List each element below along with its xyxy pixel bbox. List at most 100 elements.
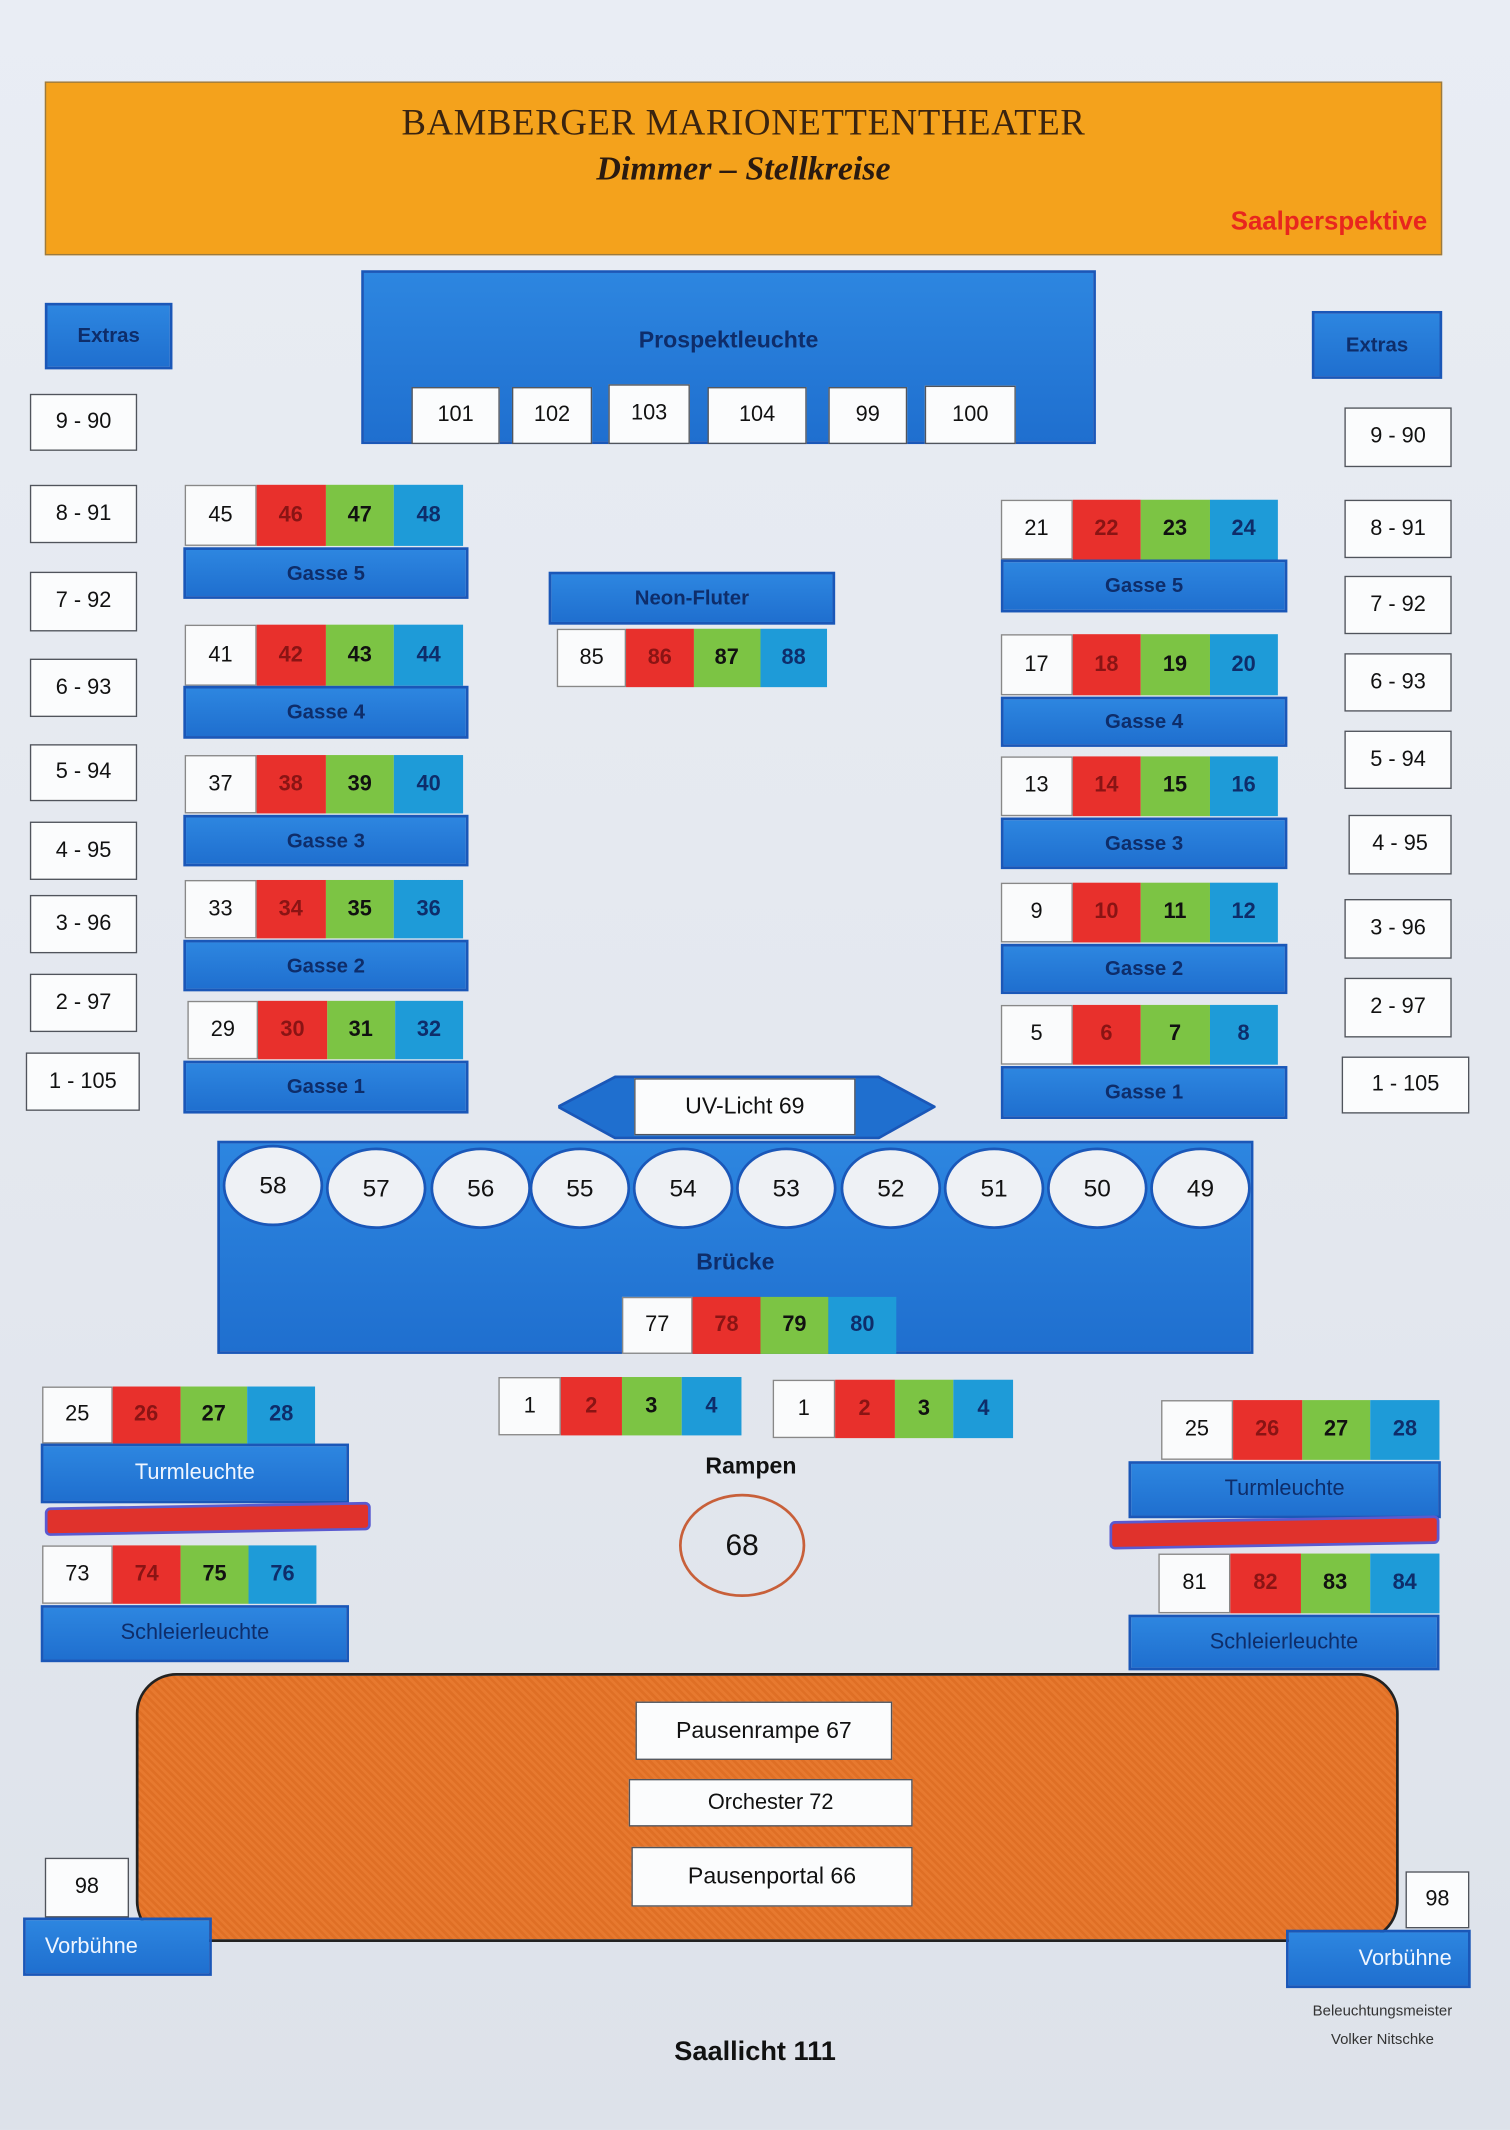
channel-box: 104 [707,387,807,445]
channel-green: 27 [1301,1400,1371,1460]
channel-box: 99 [828,387,908,445]
channel-red: 38 [256,755,326,814]
channel-green: 11 [1140,882,1210,943]
perspective-label: Saalperspektive [1230,207,1428,237]
channel-white: 1 [498,1377,562,1436]
extras-item: 3 - 96 [1344,898,1452,959]
channel-white: 1 [772,1379,835,1439]
channel-blue: 48 [394,484,464,546]
extras-item: 8 - 91 [1344,499,1452,559]
extras-item: 6 - 93 [1344,653,1452,712]
channel-red: 86 [626,628,694,688]
extras-item: 5 - 94 [29,744,138,802]
channel-green: 75 [180,1545,249,1604]
vorbuehne-left-channel: 98 [44,1857,130,1918]
rampen-circle: 68 [679,1493,806,1598]
channel-white: 41 [184,624,257,686]
channel-green: 35 [325,879,395,939]
credit-name: Volker Nitschke [1330,2031,1434,2048]
header-banner: BAMBERGER MARIONETTENTHEATER Dimmer – St… [44,81,1443,256]
channel-white: 37 [184,755,257,814]
channel-red: 22 [1072,499,1141,560]
channel-blue: 12 [1209,882,1278,943]
channel-white: 81 [1158,1553,1231,1614]
channel-red: 2 [834,1379,895,1439]
vorbuehne-right-label: Vorbühne [1286,1929,1471,1989]
channel-white: 77 [621,1296,693,1354]
gasse-right-2-label: Gasse 2 [1000,943,1288,995]
channel-blue: 76 [248,1545,317,1604]
extras-item: 1 - 105 [1341,1056,1470,1114]
channel-blue: 88 [760,628,828,688]
page-title: BAMBERGER MARIONETTENTHEATER [401,101,1086,143]
channel-red: 2 [561,1377,622,1436]
channel-red: 78 [692,1296,761,1354]
channel-box: 101 [411,387,500,445]
channel-box: 103 [608,384,690,445]
bruecke-circle: 49 [1150,1147,1251,1229]
channel-white: 85 [556,628,627,688]
channel-red: 74 [112,1545,181,1604]
bruecke-circle: 52 [840,1147,942,1229]
channel-white: 21 [1000,499,1073,560]
schleierleuchte-right-label: Schleierleuchte [1128,1614,1440,1671]
channel-white: 17 [1000,634,1073,696]
gasse-left-1-label: Gasse 1 [183,1060,469,1114]
gasse-left-2-label: Gasse 2 [183,939,469,992]
channel-blue: 4 [681,1377,742,1436]
channel-red: 6 [1072,1004,1141,1065]
extras-item: 9 - 90 [1344,407,1452,468]
bruecke-circle: 57 [325,1147,427,1229]
channel-green: 79 [760,1296,829,1354]
gasse-right-4-label: Gasse 4 [1000,696,1288,747]
channel-white: 5 [1000,1004,1073,1065]
bruecke-label: Brücke [696,1249,775,1276]
gasse-right-3-label: Gasse 3 [1000,817,1288,870]
channel-green: 27 [179,1386,248,1444]
channel-white: 73 [42,1545,113,1604]
channel-red: 14 [1072,756,1141,817]
channel-green: 31 [326,1000,395,1060]
channel-green: 3 [621,1377,682,1436]
extras-item: 4 - 95 [1348,814,1452,875]
extras-item: 2 - 97 [1344,977,1452,1038]
channel-red: 82 [1230,1553,1301,1614]
extras-left-label: Extras [44,302,173,370]
channel-red: 18 [1072,634,1141,696]
channel-green: 15 [1140,756,1210,817]
channel-box: 102 [511,387,593,445]
channel-green: 87 [693,628,761,688]
gasse-left-5-label: Gasse 5 [183,547,469,599]
bruecke-circle: 58 [222,1144,324,1227]
channel-blue: 8 [1209,1004,1278,1065]
channel-red: 46 [256,484,326,546]
extras-item: 7 - 92 [1344,575,1452,635]
bruecke-circle: 55 [529,1147,631,1229]
turmleuchte-left-label: Turmleuchte [40,1443,350,1504]
channel-red: 10 [1072,882,1141,943]
channel-red: 26 [112,1386,180,1444]
bruecke-circle: 50 [1047,1147,1148,1229]
page-subtitle: Dimmer – Stellkreise [596,150,891,188]
extras-item: 3 - 96 [29,894,138,954]
channel-red: 30 [258,1000,327,1060]
saallicht-label: Saallicht 111 [674,2037,836,2067]
extras-item: 1 - 105 [25,1052,140,1111]
channel-blue: 20 [1209,634,1278,696]
vorbuehne-left-label: Vorbühne [23,1917,212,1976]
orchester-label: Orchester 72 [628,1778,913,1827]
channel-box: 100 [924,385,1016,445]
